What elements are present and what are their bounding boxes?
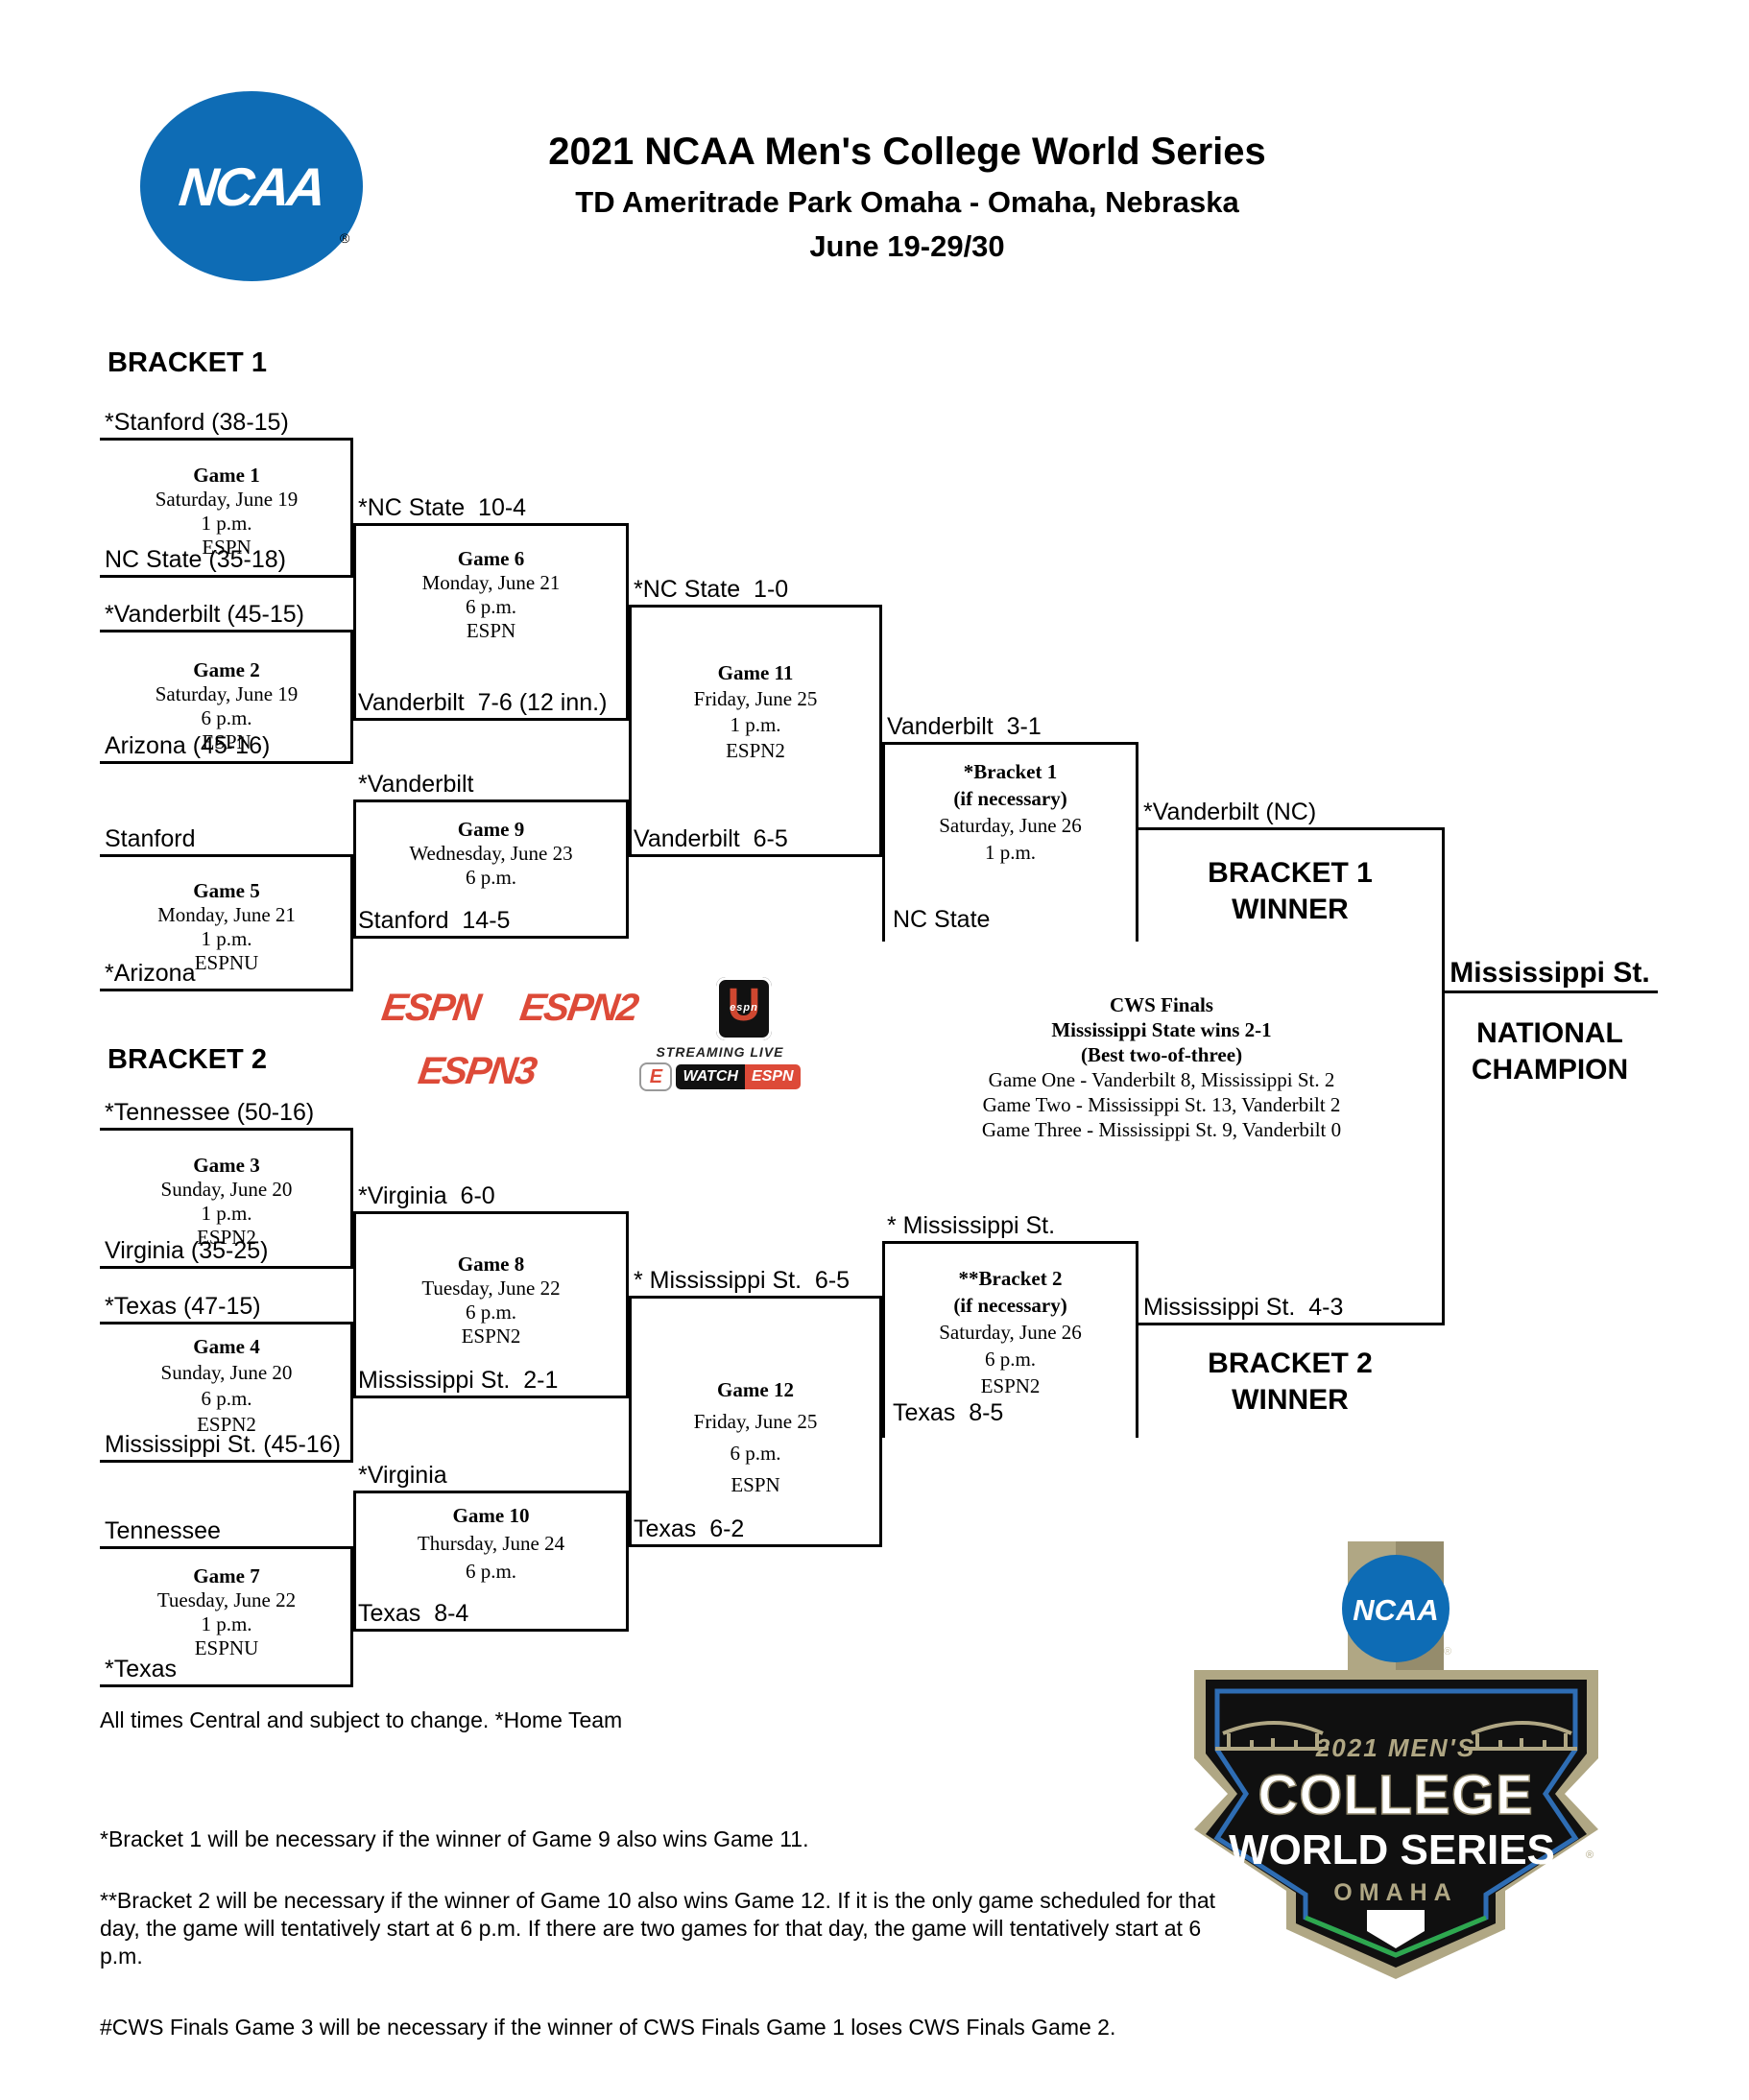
registered-mark-icon: ® bbox=[340, 230, 350, 246]
slot-b2-loser-texas: *Texas bbox=[100, 1652, 353, 1687]
bracket1-note: *Bracket 1 will be necessary if the winn… bbox=[100, 1826, 809, 1851]
slot-game12-bottom: Texas 6-2 bbox=[629, 1512, 882, 1547]
slot-bracket1-nec-bottom: NC State bbox=[893, 906, 991, 933]
slot-game1-winner: *NC State 10-4 bbox=[353, 490, 629, 526]
home-plate-icon bbox=[1367, 1910, 1425, 1948]
bracket2-ifnecessary-details: **Bracket 2(if necessary)Saturday, June … bbox=[939, 1267, 1082, 1397]
dates: June 19-29/30 bbox=[809, 229, 1005, 263]
shield-black bbox=[1206, 1680, 1587, 1968]
svg-text:2021 MEN'S: 2021 MEN'S bbox=[1315, 1733, 1475, 1762]
venue-subtitle: TD Ameritrade Park Omaha - Omaha, Nebras… bbox=[575, 185, 1239, 219]
slot-b1-seed-arizona: Arizona (45-16) bbox=[100, 728, 353, 764]
espn3-logo: ESPN3 bbox=[415, 1050, 539, 1092]
slot-game2-winner: Vanderbilt 7-6 (12 inn.) bbox=[353, 685, 629, 721]
slot-game4-winner: Mississippi St. 2-1 bbox=[353, 1363, 629, 1398]
game12-box bbox=[629, 1296, 882, 1547]
cws-omaha-logo: NCAA ® 2021 MEN'S COLLEGE WORLD SERIES ®… bbox=[1194, 1541, 1598, 1979]
ncaa-logo: NCAA bbox=[140, 91, 363, 281]
bracket1-ifnecessary-details: *Bracket 1(if necessary)Saturday, June 2… bbox=[939, 760, 1082, 864]
espnu-logo: U espn bbox=[716, 977, 772, 1040]
bracket1-ifnecessary-box bbox=[882, 742, 1138, 942]
header: 2021 NCAA Men's College World Series TD … bbox=[317, 131, 1497, 264]
slot-game12-top: * Mississippi St. 6-5 bbox=[629, 1263, 882, 1299]
slot-bracket1-winner: *Vanderbilt (NC) bbox=[1138, 795, 1442, 830]
svg-text:WORLD SERIES: WORLD SERIES bbox=[1229, 1826, 1555, 1873]
slot-b1-seed-vanderbilt: *Vanderbilt (45-15) bbox=[100, 597, 353, 632]
game3-box bbox=[100, 1128, 353, 1269]
bridge-icon bbox=[1215, 1721, 1577, 1751]
game1-box bbox=[100, 438, 353, 578]
finals-connector-line bbox=[1442, 827, 1445, 1325]
ncaa-logo-text: NCAA bbox=[176, 155, 327, 217]
slot-bracket1-nec-top: Vanderbilt 3-1 bbox=[882, 709, 1138, 745]
slot-game9-top: *Vanderbilt bbox=[353, 767, 629, 802]
slot-bracket2-nec-top: * Mississippi St. bbox=[882, 1208, 1138, 1244]
game9-box bbox=[353, 799, 629, 939]
bracket2-note: **Bracket 2 will be necessary if the win… bbox=[100, 1888, 1216, 1969]
slot-game11-top: *NC State 1-0 bbox=[629, 572, 882, 608]
svg-text:®: ® bbox=[1444, 1646, 1451, 1658]
cws-finals-summary: CWS Finals Mississippi State wins 2-1 (B… bbox=[981, 993, 1342, 1141]
game4-box bbox=[100, 1322, 353, 1463]
slot-b1-seed-stanford: *Stanford (38-15) bbox=[100, 405, 353, 441]
espn2-logo: ESPN2 bbox=[516, 987, 640, 1029]
game8-box bbox=[353, 1211, 629, 1398]
bracket2-winner-label: BRACKET 2 WINNER bbox=[1208, 1348, 1373, 1416]
bracket2-ifnecessary-box bbox=[882, 1241, 1138, 1438]
slot-game10-top: *Virginia bbox=[353, 1458, 629, 1493]
cws-finals-note: #CWS Finals Game 3 will be necessary if … bbox=[100, 2015, 1116, 2040]
svg-text:NCAA: NCAA bbox=[1353, 1593, 1439, 1627]
watchespn-badge: STREAMING LIVE E WATCH ESPN bbox=[634, 1044, 806, 1091]
bracket1-winner-label: BRACKET 1 WINNER bbox=[1208, 857, 1373, 925]
game5-box bbox=[100, 854, 353, 991]
svg-text:COLLEGE: COLLEGE bbox=[1258, 1764, 1533, 1826]
slot-b2-seed-tennessee: *Tennessee (50-16) bbox=[100, 1095, 353, 1131]
slot-bracket2-nec-bottom: Texas 8-5 bbox=[893, 1399, 1004, 1426]
bracket1-label: BRACKET 1 bbox=[108, 347, 267, 378]
slot-b2-seed-texas: *Texas (47-15) bbox=[100, 1289, 353, 1324]
slot-b1-seed-ncstate: NC State (35-18) bbox=[100, 542, 353, 578]
streaming-live-label: STREAMING LIVE bbox=[656, 1044, 784, 1060]
slot-b2-seed-virginia: Virginia (35-25) bbox=[100, 1233, 353, 1269]
svg-text:®: ® bbox=[1586, 1849, 1593, 1861]
slot-game3-winner: *Virginia 6-0 bbox=[353, 1179, 629, 1214]
slot-bracket2-winner: Mississippi St. 4-3 bbox=[1138, 1290, 1442, 1325]
page-title: 2021 NCAA Men's College World Series bbox=[548, 131, 1266, 173]
game6-box bbox=[353, 523, 629, 721]
slot-b1-loser-arizona: *Arizona bbox=[100, 956, 353, 991]
game10-box bbox=[353, 1491, 629, 1632]
slot-game11-bottom: Vanderbilt 6-5 bbox=[629, 822, 882, 857]
game11-box bbox=[629, 605, 882, 857]
slot-b2-loser-tennessee: Tennessee bbox=[100, 1514, 353, 1549]
all-times-note: All times Central and subject to change.… bbox=[100, 1707, 623, 1732]
bracket2-label: BRACKET 2 bbox=[108, 1044, 267, 1075]
slot-b2-seed-missst: Mississippi St. (45-16) bbox=[100, 1427, 353, 1463]
shield-green-accent bbox=[1305, 1915, 1487, 1958]
game7-box bbox=[100, 1546, 353, 1687]
slot-game9-bottom: Stanford 14-5 bbox=[353, 903, 629, 939]
game2-box bbox=[100, 630, 353, 764]
ncaa-circle bbox=[1342, 1555, 1450, 1662]
slot-national-champion: Mississippi St. bbox=[1442, 957, 1658, 993]
slot-b1-loser-stanford: Stanford bbox=[100, 822, 353, 857]
slot-game10-bottom: Texas 8-4 bbox=[353, 1596, 629, 1632]
espn-logo: ESPN bbox=[378, 987, 483, 1029]
svg-text:OMAHA: OMAHA bbox=[1333, 1879, 1457, 1906]
national-champion-label: NATIONAL CHAMPION bbox=[1471, 1017, 1629, 1086]
espn-e-icon: E bbox=[639, 1062, 673, 1091]
